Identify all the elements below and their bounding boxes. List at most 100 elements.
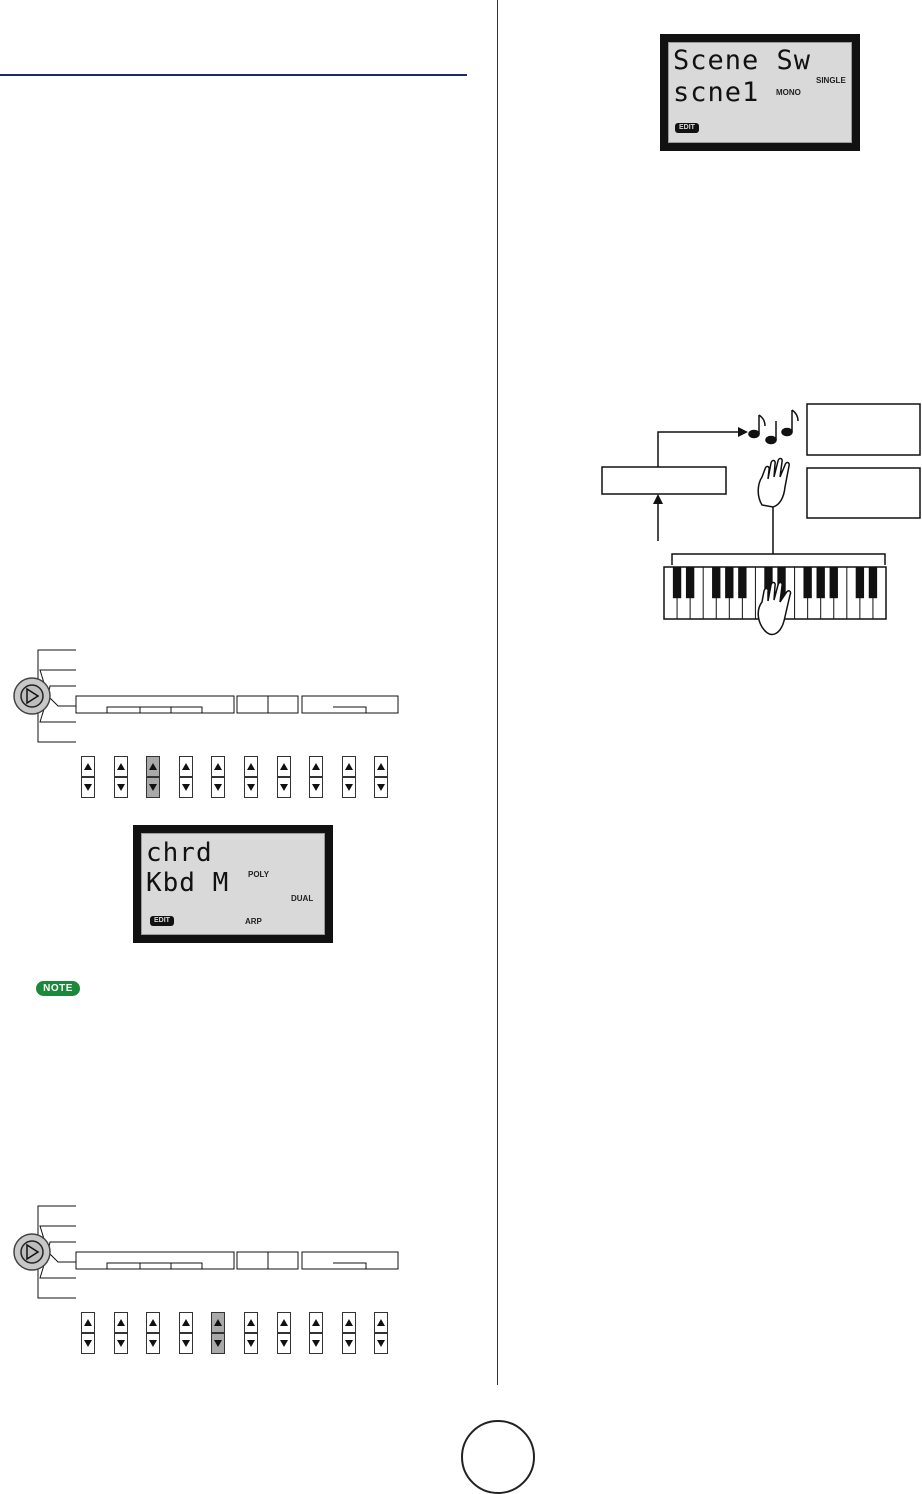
slider-1[interactable] — [81, 1312, 95, 1354]
keyboard-diagram — [601, 403, 921, 636]
slider-row-1 — [81, 756, 401, 800]
slider-up-arrow-icon — [247, 763, 255, 770]
slider-down-arrow-icon — [149, 1340, 157, 1347]
lcd-display-chord: chrd Kbd M POLY DUAL ARP EDIT — [133, 825, 333, 943]
slider-6[interactable] — [244, 1312, 258, 1354]
slider-5[interactable] — [211, 1312, 225, 1354]
slider-divider — [212, 1332, 224, 1334]
lcd-indicator-mono: MONO — [776, 88, 801, 97]
lcd-edit-tag: EDIT — [675, 123, 699, 133]
slider-up-arrow-icon — [214, 763, 222, 770]
slider-6[interactable] — [244, 756, 258, 798]
black-key — [803, 567, 812, 599]
slider-8[interactable] — [309, 1312, 323, 1354]
lcd-indicator-dual: DUAL — [291, 894, 314, 903]
black-key — [738, 567, 747, 599]
lcd-indicator-arp: ARP — [245, 917, 262, 926]
slider-down-arrow-icon — [117, 784, 125, 791]
slider-down-arrow-icon — [280, 1340, 288, 1347]
slider-divider — [310, 776, 322, 778]
black-key — [868, 567, 878, 599]
slider-8[interactable] — [309, 756, 323, 798]
slider-divider — [180, 1332, 192, 1334]
slider-5[interactable] — [211, 756, 225, 798]
slider-up-arrow-icon — [280, 1319, 288, 1326]
slider-3[interactable] — [146, 756, 160, 798]
slider-divider — [212, 776, 224, 778]
black-key — [855, 567, 865, 599]
slider-4[interactable] — [179, 756, 193, 798]
slider-7[interactable] — [277, 1312, 291, 1354]
slider-down-arrow-icon — [182, 784, 190, 791]
slider-10[interactable] — [374, 756, 388, 798]
lcd-display-scene: Scene Sw scne1 MONO SINGLE EDIT — [660, 34, 860, 151]
lcd-line-2: scne1 — [673, 77, 760, 108]
slider-up-arrow-icon — [149, 763, 157, 770]
slider-down-arrow-icon — [247, 1340, 255, 1347]
slider-divider — [180, 776, 192, 778]
black-key — [764, 567, 773, 599]
slider-up-arrow-icon — [247, 1319, 255, 1326]
slider-down-arrow-icon — [312, 784, 320, 791]
slider-up-arrow-icon — [312, 1319, 320, 1326]
slider-down-arrow-icon — [117, 1340, 125, 1347]
note-badge: NOTE — [36, 981, 80, 996]
slider-1[interactable] — [81, 756, 95, 798]
black-key — [712, 567, 721, 599]
slider-divider — [245, 1332, 257, 1334]
slider-down-arrow-icon — [377, 784, 385, 791]
slider-up-arrow-icon — [214, 1319, 222, 1326]
lcd-indicator-single: SINGLE — [816, 76, 846, 85]
slider-row-2 — [81, 1312, 401, 1356]
diagram-arrows — [657, 431, 886, 565]
slider-7[interactable] — [277, 756, 291, 798]
black-key — [829, 567, 838, 599]
lcd-indicator-poly: POLY — [248, 870, 270, 879]
slider-up-arrow-icon — [117, 763, 125, 770]
slider-divider — [147, 1332, 159, 1334]
header-rule — [0, 74, 467, 76]
slider-down-arrow-icon — [345, 1340, 353, 1347]
slider-down-arrow-icon — [280, 784, 288, 791]
slider-down-arrow-icon — [377, 1340, 385, 1347]
black-key — [685, 567, 695, 599]
lcd-screen: Scene Sw scne1 MONO SINGLE EDIT — [668, 42, 852, 143]
slider-down-arrow-icon — [214, 784, 222, 791]
slider-up-arrow-icon — [377, 1319, 385, 1326]
slider-2[interactable] — [114, 1312, 128, 1354]
slider-down-arrow-icon — [247, 784, 255, 791]
black-key — [672, 567, 682, 599]
slider-divider — [375, 776, 387, 778]
page-number-circle — [461, 1420, 535, 1494]
slider-divider — [245, 776, 257, 778]
slider-divider — [115, 776, 127, 778]
diagram-box-top-right — [806, 403, 921, 456]
slider-3[interactable] — [146, 1312, 160, 1354]
slider-down-arrow-icon — [84, 784, 92, 791]
hand-icon — [757, 457, 790, 508]
slider-2[interactable] — [114, 756, 128, 798]
slider-divider — [343, 1332, 355, 1334]
slider-up-arrow-icon — [117, 1319, 125, 1326]
column-divider — [497, 0, 498, 1385]
slider-up-arrow-icon — [84, 763, 92, 770]
slider-up-arrow-icon — [280, 763, 288, 770]
slider-down-arrow-icon — [149, 784, 157, 791]
slider-down-arrow-icon — [312, 1340, 320, 1347]
slider-up-arrow-icon — [345, 1319, 353, 1326]
slider-4[interactable] — [179, 1312, 193, 1354]
slider-divider — [115, 1332, 127, 1334]
lcd-line-1: Scene Sw — [673, 45, 812, 76]
slider-down-arrow-icon — [84, 1340, 92, 1347]
slider-divider — [147, 776, 159, 778]
slider-up-arrow-icon — [345, 763, 353, 770]
slider-divider — [82, 776, 94, 778]
black-key — [816, 567, 825, 599]
slider-9[interactable] — [342, 1312, 356, 1354]
slider-up-arrow-icon — [377, 763, 385, 770]
slider-9[interactable] — [342, 756, 356, 798]
slider-up-arrow-icon — [84, 1319, 92, 1326]
music-notes-icon — [748, 409, 799, 445]
slider-10[interactable] — [374, 1312, 388, 1354]
slider-divider — [343, 776, 355, 778]
